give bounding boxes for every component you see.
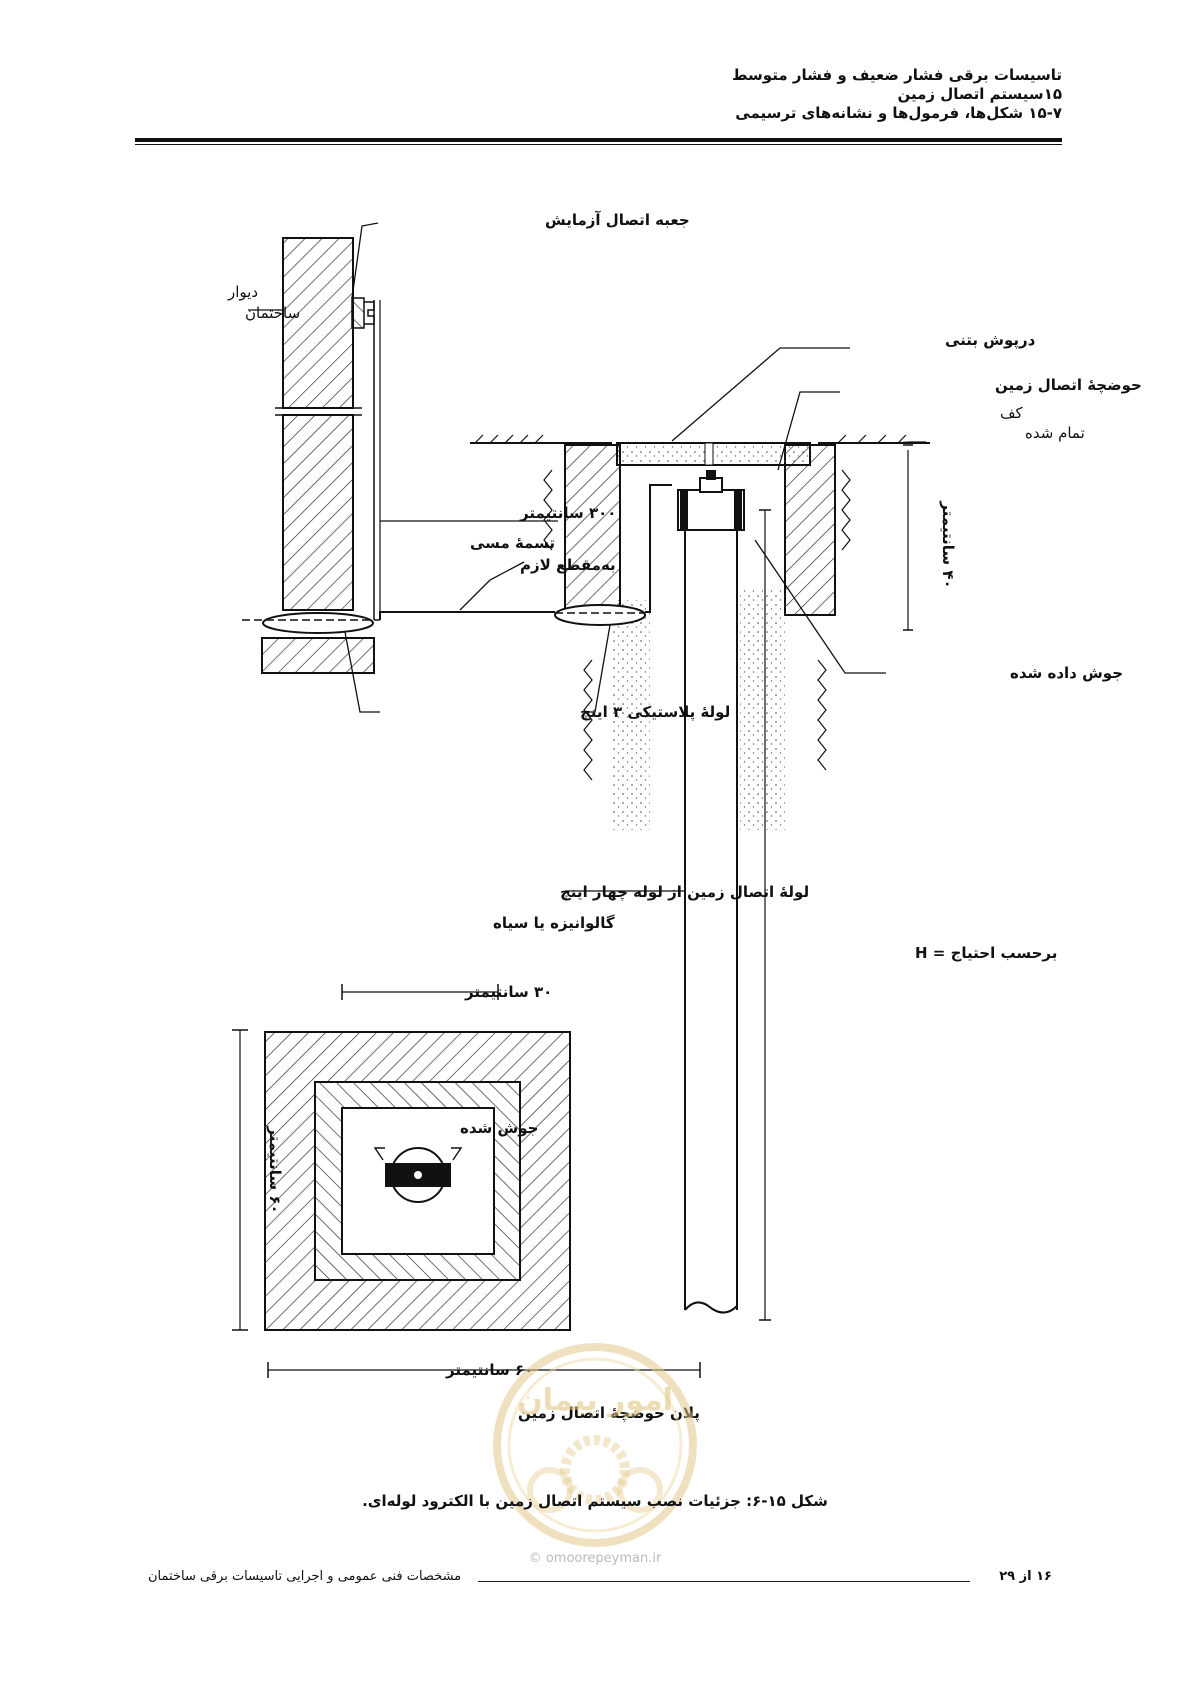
watermark-logo: امور پیمان bbox=[493, 1343, 697, 1547]
label-plan-title: پلان حوضچهٔ اتصال زمین bbox=[518, 1404, 700, 1423]
watermark-site: © omoorepeyman.ir bbox=[0, 1551, 1190, 1566]
label-copper-2: به‌مقطع لازم bbox=[520, 556, 616, 574]
figure-caption: شکل ۱۵-۶: جزئیات نصب سیستم اتصال زمین با… bbox=[362, 1492, 828, 1510]
header-line-3: ۱۵-۷ شکل‌ها، فرمول‌ها و نشانه‌های ترسیمی bbox=[735, 104, 1062, 122]
watermark-logo-text: امور پیمان bbox=[517, 1383, 673, 1418]
ground-pit bbox=[554, 442, 836, 830]
label-dim-60-horizontal: ۶۰ سانتیمتر bbox=[445, 1361, 533, 1379]
label-dim-60-vertical: ۶۰ سانتیمتر bbox=[266, 1125, 284, 1213]
label-dim-30: ۳۰ سانتیمتر bbox=[464, 983, 552, 1001]
page-header: تاسیسات برقی فشار ضعیف و فشار متوسط ۱۵سی… bbox=[732, 66, 1062, 123]
label-concrete-cover: درپوش بتنی bbox=[945, 331, 1036, 350]
label-floor-1: کف bbox=[1000, 404, 1024, 422]
footer-doc-title: مشخصات فنی عمومی و اجرایی تاسیسات برقی س… bbox=[148, 1569, 462, 1584]
label-depth-40: ۴۰ سانتیمتر bbox=[939, 500, 957, 588]
footer-rule bbox=[478, 1581, 970, 1582]
label-ground-pit: حوضچهٔ اتصال زمین bbox=[995, 376, 1142, 395]
leader-lines bbox=[248, 222, 926, 892]
label-test-box: جعبه اتصال آزمایش bbox=[545, 211, 690, 229]
page-footer: مشخصات فنی عمومی و اجرایی تاسیسات برقی س… bbox=[0, 1567, 1190, 1597]
ground-surface bbox=[470, 434, 930, 781]
label-pipe-1: لولهٔ اتصال زمین از لوله چهار اینچ bbox=[560, 883, 809, 902]
label-plan-welded: جوش شده bbox=[460, 1119, 538, 1137]
watermark-site-text: omoorepeyman.ir bbox=[545, 1551, 662, 1566]
dimension-lines bbox=[759, 444, 913, 1321]
copyright-icon: © bbox=[528, 1551, 542, 1566]
copper-strip bbox=[379, 484, 672, 620]
header-line-2: ۱۵سیستم اتصال زمین bbox=[897, 85, 1062, 103]
label-copper-1: تسمهٔ مسی bbox=[470, 534, 555, 552]
label-pipe-2: گالوانیزه یا سیاه bbox=[493, 914, 615, 932]
label-floor-2: تمام شده bbox=[1025, 424, 1085, 442]
footer-page-number: ۱۶ از ۲۹ bbox=[999, 1569, 1052, 1584]
label-welded: جوش داده شده bbox=[1010, 664, 1123, 682]
pit-plan-view bbox=[232, 984, 701, 1378]
label-wall-1: دیوار bbox=[227, 283, 258, 301]
header-rule-thin bbox=[135, 144, 1062, 145]
header-rule-thick bbox=[135, 138, 1062, 142]
label-plastic-pipe: لولهٔ پلاستیکی ۳ اینچ bbox=[580, 703, 730, 722]
label-wall-2: ساختمان bbox=[245, 304, 300, 322]
test-junction-box bbox=[351, 297, 381, 620]
label-dist-300: ۳۰۰ سانتیمتر bbox=[519, 504, 616, 522]
electrode-pipe bbox=[677, 470, 745, 1314]
label-h: برحسب احتیاج = H bbox=[915, 944, 1057, 962]
header-line-1: تاسیسات برقی فشار ضعیف و فشار متوسط bbox=[731, 66, 1062, 84]
